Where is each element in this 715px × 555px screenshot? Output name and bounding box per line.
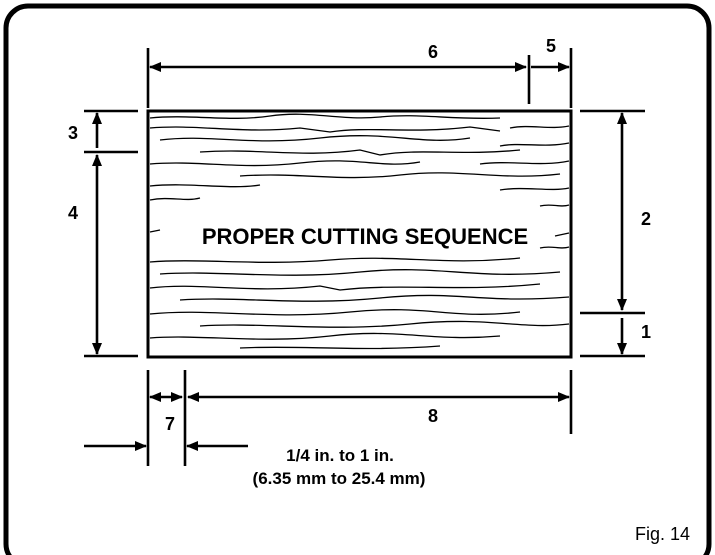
dimension-3-label: 3: [68, 123, 78, 143]
dimension-7-label: 7: [165, 414, 175, 434]
board-label: PROPER CUTTING SEQUENCE: [202, 224, 528, 249]
note-line-1: 1/4 in. to 1 in.: [286, 446, 394, 465]
dimension-arrows: [84, 62, 627, 451]
note-line-2: (6.35 mm to 25.4 mm): [253, 469, 426, 488]
wood-grain-lines: [149, 113, 570, 350]
wood-board: [146, 109, 573, 359]
figure-caption: Fig. 14: [635, 524, 690, 544]
dimension-2-label: 2: [641, 209, 651, 229]
dimension-4-label: 4: [68, 203, 78, 223]
extension-lines: [84, 48, 645, 466]
dimension-6-label: 6: [428, 42, 438, 62]
dimension-5-label: 5: [546, 36, 556, 56]
figure-frame: [3, 3, 712, 555]
dimension-1-label: 1: [641, 322, 651, 342]
dimension-8-label: 8: [428, 406, 438, 426]
